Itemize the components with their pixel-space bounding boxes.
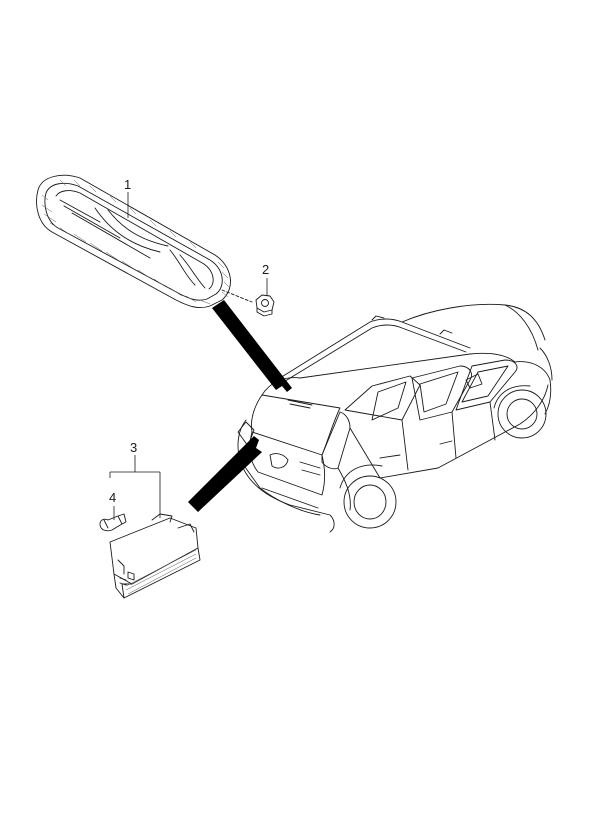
callout-labels: 1 2 3 4 [109,177,269,505]
callout-3: 3 [130,440,137,455]
callout-1: 1 [124,177,131,192]
high-mount-stop-lamp [36,174,253,309]
bulb [99,513,127,532]
vehicle-illustration [237,303,553,533]
leader-lines [109,192,268,520]
license-plate-lamp [109,513,201,599]
location-arrows [188,300,292,512]
callout-4: 4 [109,490,116,505]
callout-2: 2 [262,262,269,277]
nut-fastener [255,294,275,317]
